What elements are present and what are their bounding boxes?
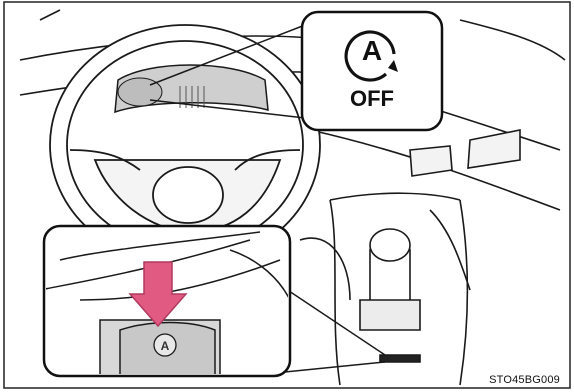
switch-inset: A [40,226,290,376]
indicator-state-label: OFF [302,88,442,110]
svg-text:A: A [161,339,170,353]
switch-button-icon: A [154,334,176,356]
indicator-symbol-group: A OFF [302,18,442,128]
figure-code: STO45BG009 [489,374,560,386]
indicator-letter: A [302,37,442,65]
